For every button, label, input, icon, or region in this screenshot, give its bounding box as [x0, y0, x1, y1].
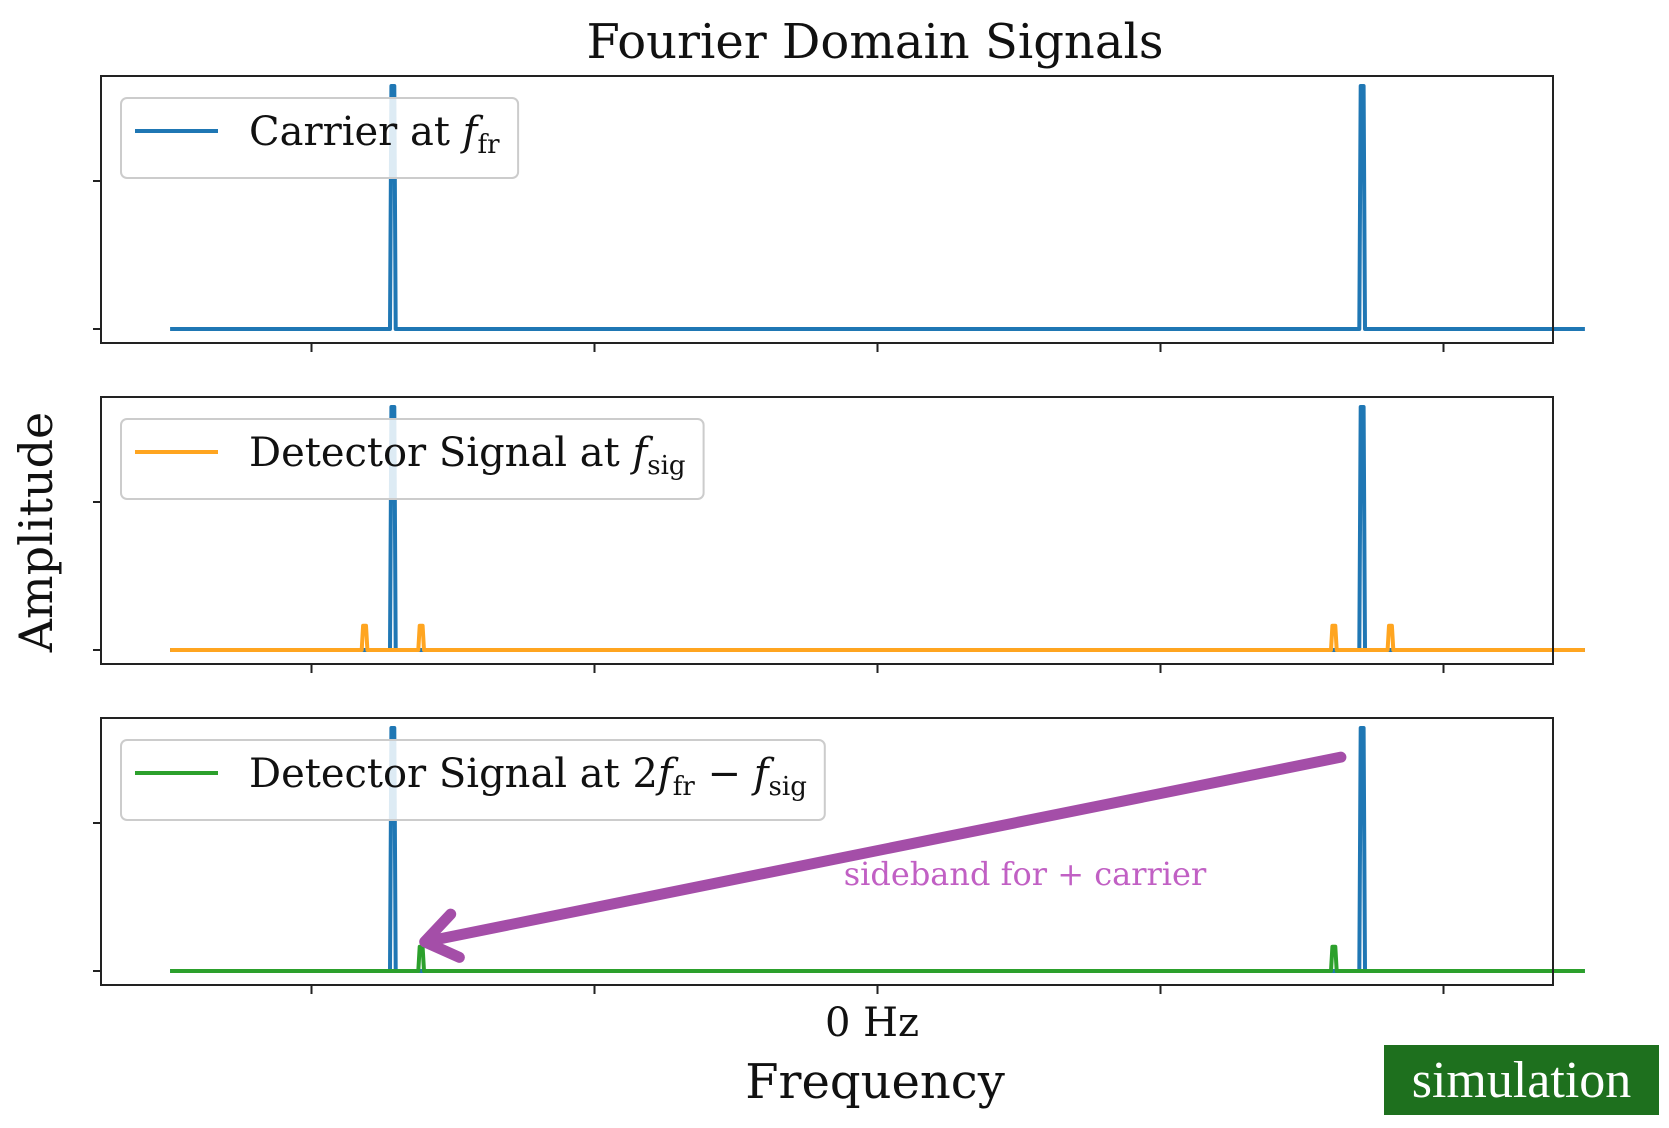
simulation-badge: simulation [1411, 1051, 1632, 1109]
legend-box [120, 97, 520, 179]
y-axis-label: Amplitude [9, 412, 63, 654]
arrow-shaft [429, 751, 1347, 946]
axes-frame [100, 75, 1554, 344]
series-line-detector [170, 623, 1585, 652]
legend-1: Carrier at ffr [120, 97, 520, 179]
legend-text: Detector Signal at 2 [249, 751, 658, 797]
legend-text: Detector Signal at [249, 430, 632, 476]
subplot-1: Carrier at ffr [93, 75, 1585, 352]
legend-sub: fr [477, 130, 500, 160]
legend-2: Detector Signal at fsig [120, 418, 705, 500]
x-tick-label-zero: 0 Hz [825, 1000, 919, 1046]
axes-frame [100, 717, 1554, 986]
axes-frame [100, 396, 1554, 665]
subplot-3: Detector Signal at 2ffr − fsig [93, 717, 1585, 994]
subplot-2: Detector Signal at fsig [93, 396, 1585, 673]
figure-title: Fourier Domain Signals [587, 14, 1164, 70]
legend-label: Carrier at ffr [249, 109, 500, 160]
x-axis-label: Frequency [745, 1054, 1005, 1110]
legend-op: − [695, 751, 754, 797]
arrow-head [419, 908, 465, 963]
legend-sub: sig [647, 451, 685, 481]
legend-sub: fr [673, 772, 696, 802]
legend-3: Detector Signal at 2ffr − fsig [120, 739, 826, 821]
legend-box [120, 418, 705, 500]
series-line-conjugate [170, 944, 1585, 973]
series-line-carrier [170, 84, 1585, 331]
simulation-badge-bg [1384, 1045, 1659, 1115]
legend-text: Carrier at [249, 109, 463, 155]
legend-label: Detector Signal at 2ffr − fsig [249, 751, 807, 802]
legend-box [120, 739, 826, 821]
annotation-text: sideband for + carrier [844, 855, 1207, 893]
legend-sub: sig [769, 772, 807, 802]
legend-label: Detector Signal at fsig [249, 430, 686, 481]
